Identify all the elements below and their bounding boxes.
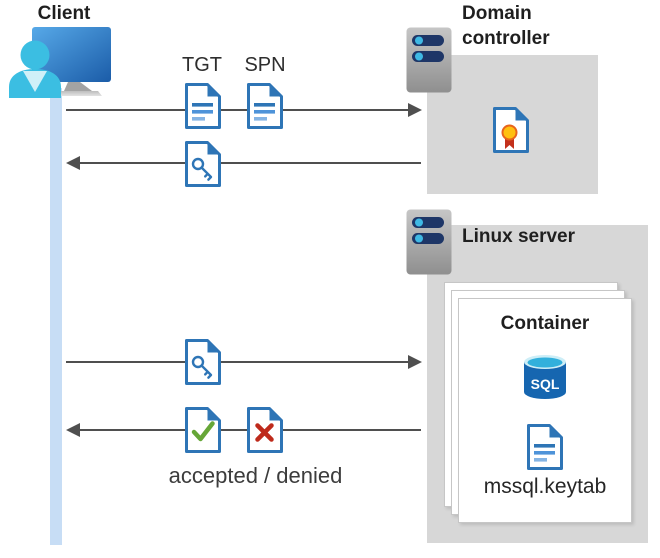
spn-label: SPN: [244, 54, 286, 76]
client-icon: [9, 27, 111, 98]
domain-controller-server-icon: [406, 27, 452, 93]
accepted-check-document-icon: [185, 407, 221, 453]
arrow-linux-to-client-head: [66, 423, 80, 437]
container-label: Container: [500, 313, 590, 334]
arrow-client-to-linux-line: [66, 361, 412, 363]
tgt-label: TGT: [182, 54, 222, 76]
client-lifeline: [50, 88, 62, 545]
arrow-client-to-dc-line: [66, 109, 412, 111]
arrow-client-to-dc-head: [408, 103, 422, 117]
result-label: accepted / denied: [168, 463, 343, 488]
ticket-key-document-icon-2: [185, 339, 221, 385]
client-label: Client: [37, 3, 91, 24]
denied-x-document-icon: [247, 407, 283, 453]
arrow-dc-to-client-head: [66, 156, 80, 170]
tgt-document-icon: [185, 83, 221, 129]
spn-document-icon: [247, 83, 283, 129]
sql-database-icon: SQL: [524, 355, 566, 399]
keytab-label: mssql.keytab: [483, 475, 607, 498]
arrow-client-to-linux-head: [408, 355, 422, 369]
keytab-document-icon: [527, 424, 563, 470]
domain-controller-label: Domain controller: [462, 3, 550, 49]
linux-server-icon: [406, 209, 452, 275]
container-card: Container SQL mssql.keytab: [458, 298, 632, 523]
arrow-dc-to-client-line: [80, 162, 421, 164]
linux-server-label: Linux server: [462, 226, 575, 247]
sql-label: SQL: [531, 376, 560, 392]
ticket-key-document-icon: [185, 141, 221, 187]
certificate-icon: [493, 107, 529, 153]
